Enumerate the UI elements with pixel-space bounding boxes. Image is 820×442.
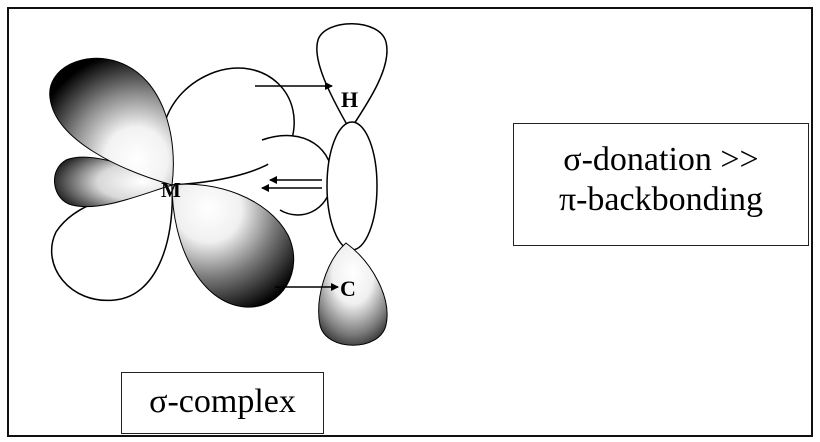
bonding-description-box: σ-donation >> π-backbonding: [513, 123, 809, 246]
carbon-lobe: [318, 242, 388, 346]
metal-lobe-lower-right: [171, 183, 295, 308]
sigma-complex-label: σ-complex: [149, 383, 296, 420]
metal-lobe-upper-left: [49, 57, 174, 186]
metal-lobe-back: [261, 134, 333, 216]
pi-backbonding-text: π-backbonding: [558, 181, 764, 218]
sigma-donation-text: σ-donation >>: [563, 141, 759, 178]
metal-label: M: [161, 178, 181, 202]
carbon-label: C: [340, 276, 356, 301]
hydrogen-lobe: [316, 23, 388, 132]
hydrogen-label: H: [341, 87, 358, 112]
sigma-complex-label-box: σ-complex: [121, 372, 324, 434]
sigma-bond-orbital: [326, 121, 378, 251]
